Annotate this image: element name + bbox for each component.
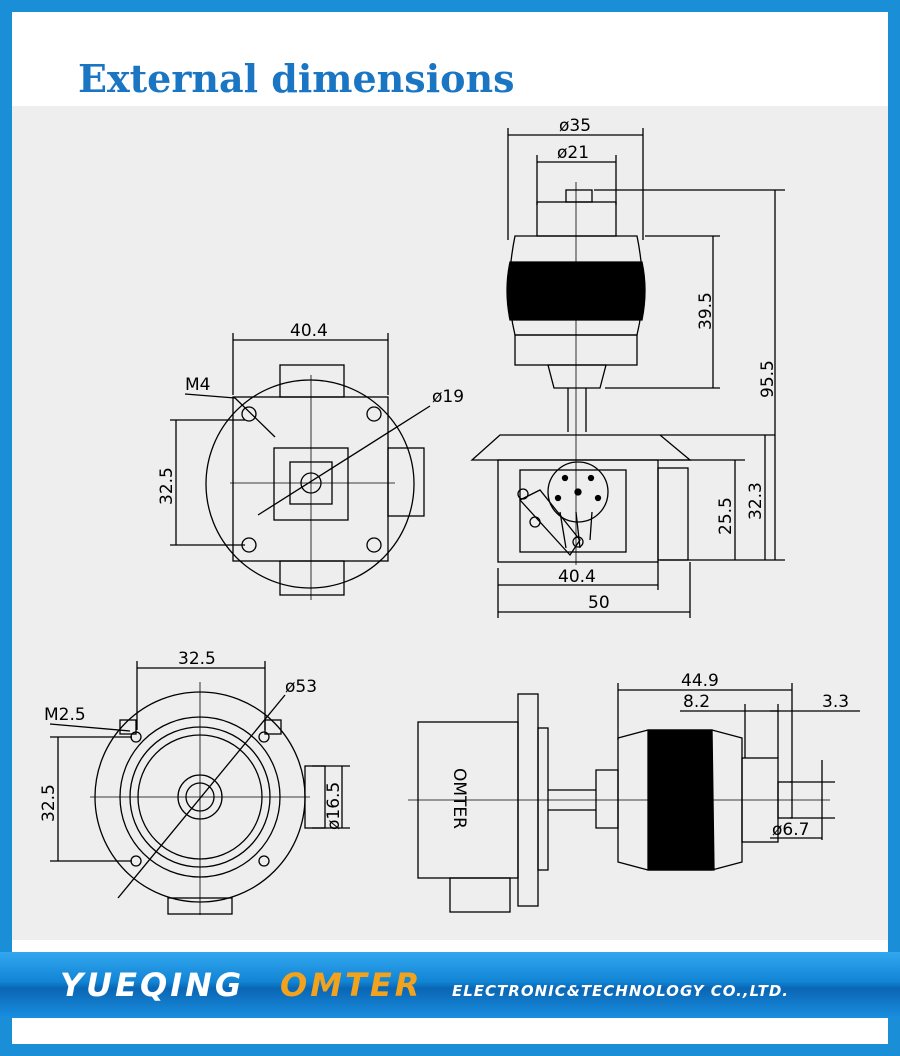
dim-knob-3-3: 3.3	[822, 692, 849, 712]
banner-brand-name: YUEQING	[60, 966, 245, 1004]
dim-side-40-4: 40.4	[558, 567, 596, 587]
banner-tagline: ELECTRONIC&TECHNOLOGY CO.,LTD.	[452, 982, 790, 1000]
dim-front-m4: M4	[185, 375, 210, 395]
dim-front-phi19: ø19	[432, 387, 464, 407]
dim-front-40-4: 40.4	[290, 321, 328, 341]
dim-rear-m2-5: M2.5	[44, 705, 86, 725]
dim-rear-phi16-5: ø16.5	[324, 782, 344, 830]
joystick-housing-view	[408, 683, 860, 913]
dim-knob-phi6-7: ø6.7	[772, 820, 809, 840]
dim-top-phi21: ø21	[557, 143, 589, 163]
dim-rear-phi53: ø53	[285, 677, 317, 697]
dim-side-50: 50	[588, 593, 610, 613]
dim-side-32-3: 32.3	[746, 482, 766, 520]
housing-brand-text: OMTER	[449, 768, 469, 829]
joystick-front-view	[170, 333, 431, 600]
dim-front-32-5: 32.5	[157, 467, 177, 505]
dim-side-25-5: 25.5	[716, 497, 736, 535]
joystick-side-view	[470, 128, 785, 618]
dim-rear-32-5-v: 32.5	[39, 784, 59, 822]
dim-knob-44-9: 44.9	[681, 671, 719, 691]
dim-39-5: 39.5	[696, 292, 716, 330]
joystick-rear-view	[49, 661, 350, 915]
dim-95-5: 95.5	[758, 360, 778, 398]
dim-rear-32-5-h: 32.5	[178, 649, 216, 669]
dim-knob-8-2: 8.2	[683, 692, 710, 712]
banner-brand-accent: OMTER	[280, 966, 423, 1004]
page-title: External dimensions	[78, 56, 515, 101]
company-banner	[0, 952, 900, 1018]
dim-top-phi35: ø35	[559, 116, 591, 136]
